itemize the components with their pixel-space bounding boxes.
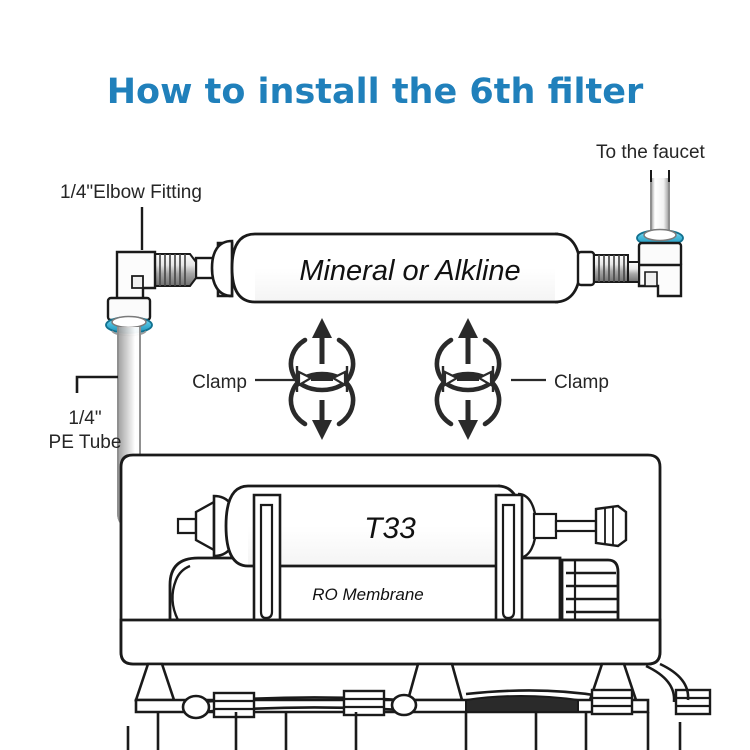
- t33-left-shoulder: [224, 484, 249, 568]
- clamp-right-label: Clamp: [554, 372, 609, 393]
- elbow-right-thread-stub: [627, 261, 640, 283]
- ro-membrane-label: RO Membrane: [312, 585, 423, 604]
- underside-tube-3b: [645, 664, 676, 703]
- elbow-fitting-left: [105, 250, 197, 337]
- t33-filter-assembly: T33: [176, 484, 628, 568]
- t33-right-nut: [594, 504, 628, 548]
- clamp-right-hinge-left: [443, 370, 460, 387]
- faucet-tube-edges-top: [650, 178, 670, 234]
- clamp-left: Clamp: [192, 318, 356, 440]
- housing-bottom-legs: [156, 712, 650, 750]
- t33-filter-label: T33: [364, 512, 416, 545]
- housing-foot-mid: [406, 662, 464, 702]
- elbow-right-barrel: [637, 241, 683, 269]
- clamp-left-hinge-left: [297, 370, 314, 387]
- faucet-connection-assembly: [627, 178, 684, 298]
- t33-right-neck: [532, 512, 558, 540]
- clamp-left-upper-ring: [288, 337, 356, 393]
- elbow-left-notch: [131, 275, 144, 289]
- underside-tube-1-endcap: [181, 694, 211, 720]
- underside-fitting-a: [212, 691, 256, 719]
- clamp-right-down-arrow-icon: [458, 400, 478, 440]
- t33-body-fill: [248, 486, 498, 566]
- mineral-filter-left-dome: [210, 239, 234, 298]
- elbow-right-notch: [644, 271, 658, 287]
- mineral-filter-label: Mineral or Alkline: [299, 255, 520, 287]
- mineral-filter-assembly: Mineral or Alkline: [194, 232, 629, 304]
- elbow-right-collet-inner: [643, 228, 677, 242]
- underside-fitting-c: [590, 688, 634, 716]
- mineral-filter-right-dome: [554, 232, 582, 304]
- elbow-fitting-label: 1/4"Elbow Fitting: [60, 182, 202, 203]
- to-the-faucet-label: To the faucet: [596, 142, 706, 163]
- underside-tube-2: [465, 689, 601, 698]
- underside-fitting-b: [342, 689, 386, 717]
- pe-tube-label-line2: PE Tube: [49, 432, 122, 453]
- mineral-filter-right-thread-nipple: [593, 254, 629, 283]
- clamp-left-hinge-bar: [311, 375, 333, 381]
- underside-tubing: [181, 662, 712, 720]
- elbow-left-thread: [154, 253, 197, 287]
- mineral-filter-left-shoulder: [230, 232, 256, 304]
- elbow-left-collet-inner: [111, 315, 147, 329]
- clamp-left-label: Clamp: [192, 372, 247, 393]
- housing-bottom-legs-outer: [126, 722, 682, 750]
- clamp-left-hinge-right: [330, 370, 347, 387]
- underside-tube-3: [659, 662, 690, 701]
- faucet-tube-fill: [651, 178, 669, 234]
- ro-membrane-left-curve: [171, 564, 191, 621]
- underside-fitting-d: [674, 688, 712, 716]
- underside-tube-1-endcap-b: [390, 693, 418, 717]
- clamp-right-upper-ring: [434, 337, 502, 393]
- clamp-right-hinge-bar: [457, 375, 479, 381]
- pe-tube-label-line1: 1/4": [68, 408, 101, 429]
- ro-membrane-right-cap: [560, 558, 620, 622]
- mineral-filter-right-collar: [576, 250, 596, 287]
- ro-housing-base-plate: [119, 618, 662, 666]
- clamp-right-lower-ring: [434, 371, 502, 427]
- t33-right-stem: [554, 519, 598, 533]
- clamp-right-hinge-right: [476, 370, 493, 387]
- t33-mounting-bracket-left: [252, 493, 282, 622]
- pe-tube-leader-line: [75, 375, 118, 393]
- t33-left-cone: [194, 499, 216, 553]
- housing-foot-left: [134, 662, 176, 702]
- t33-mounting-bracket-right: [494, 493, 524, 622]
- clamp-left-lower-ring: [288, 371, 356, 427]
- mineral-filter-body-fill: [255, 234, 555, 302]
- housing-underside-assembly: [126, 662, 712, 750]
- page-title: How to install the 6th filter: [107, 72, 644, 112]
- clamp-right-up-arrow-icon: [458, 318, 478, 364]
- t33-left-stub: [176, 517, 198, 535]
- clamp-right: Clamp: [434, 318, 609, 440]
- clamp-left-down-arrow-icon: [312, 400, 332, 440]
- underside-dark-wedge: [465, 695, 579, 713]
- ro-system-housing: RO Membrane: [119, 453, 662, 666]
- clamp-left-up-arrow-icon: [312, 318, 332, 364]
